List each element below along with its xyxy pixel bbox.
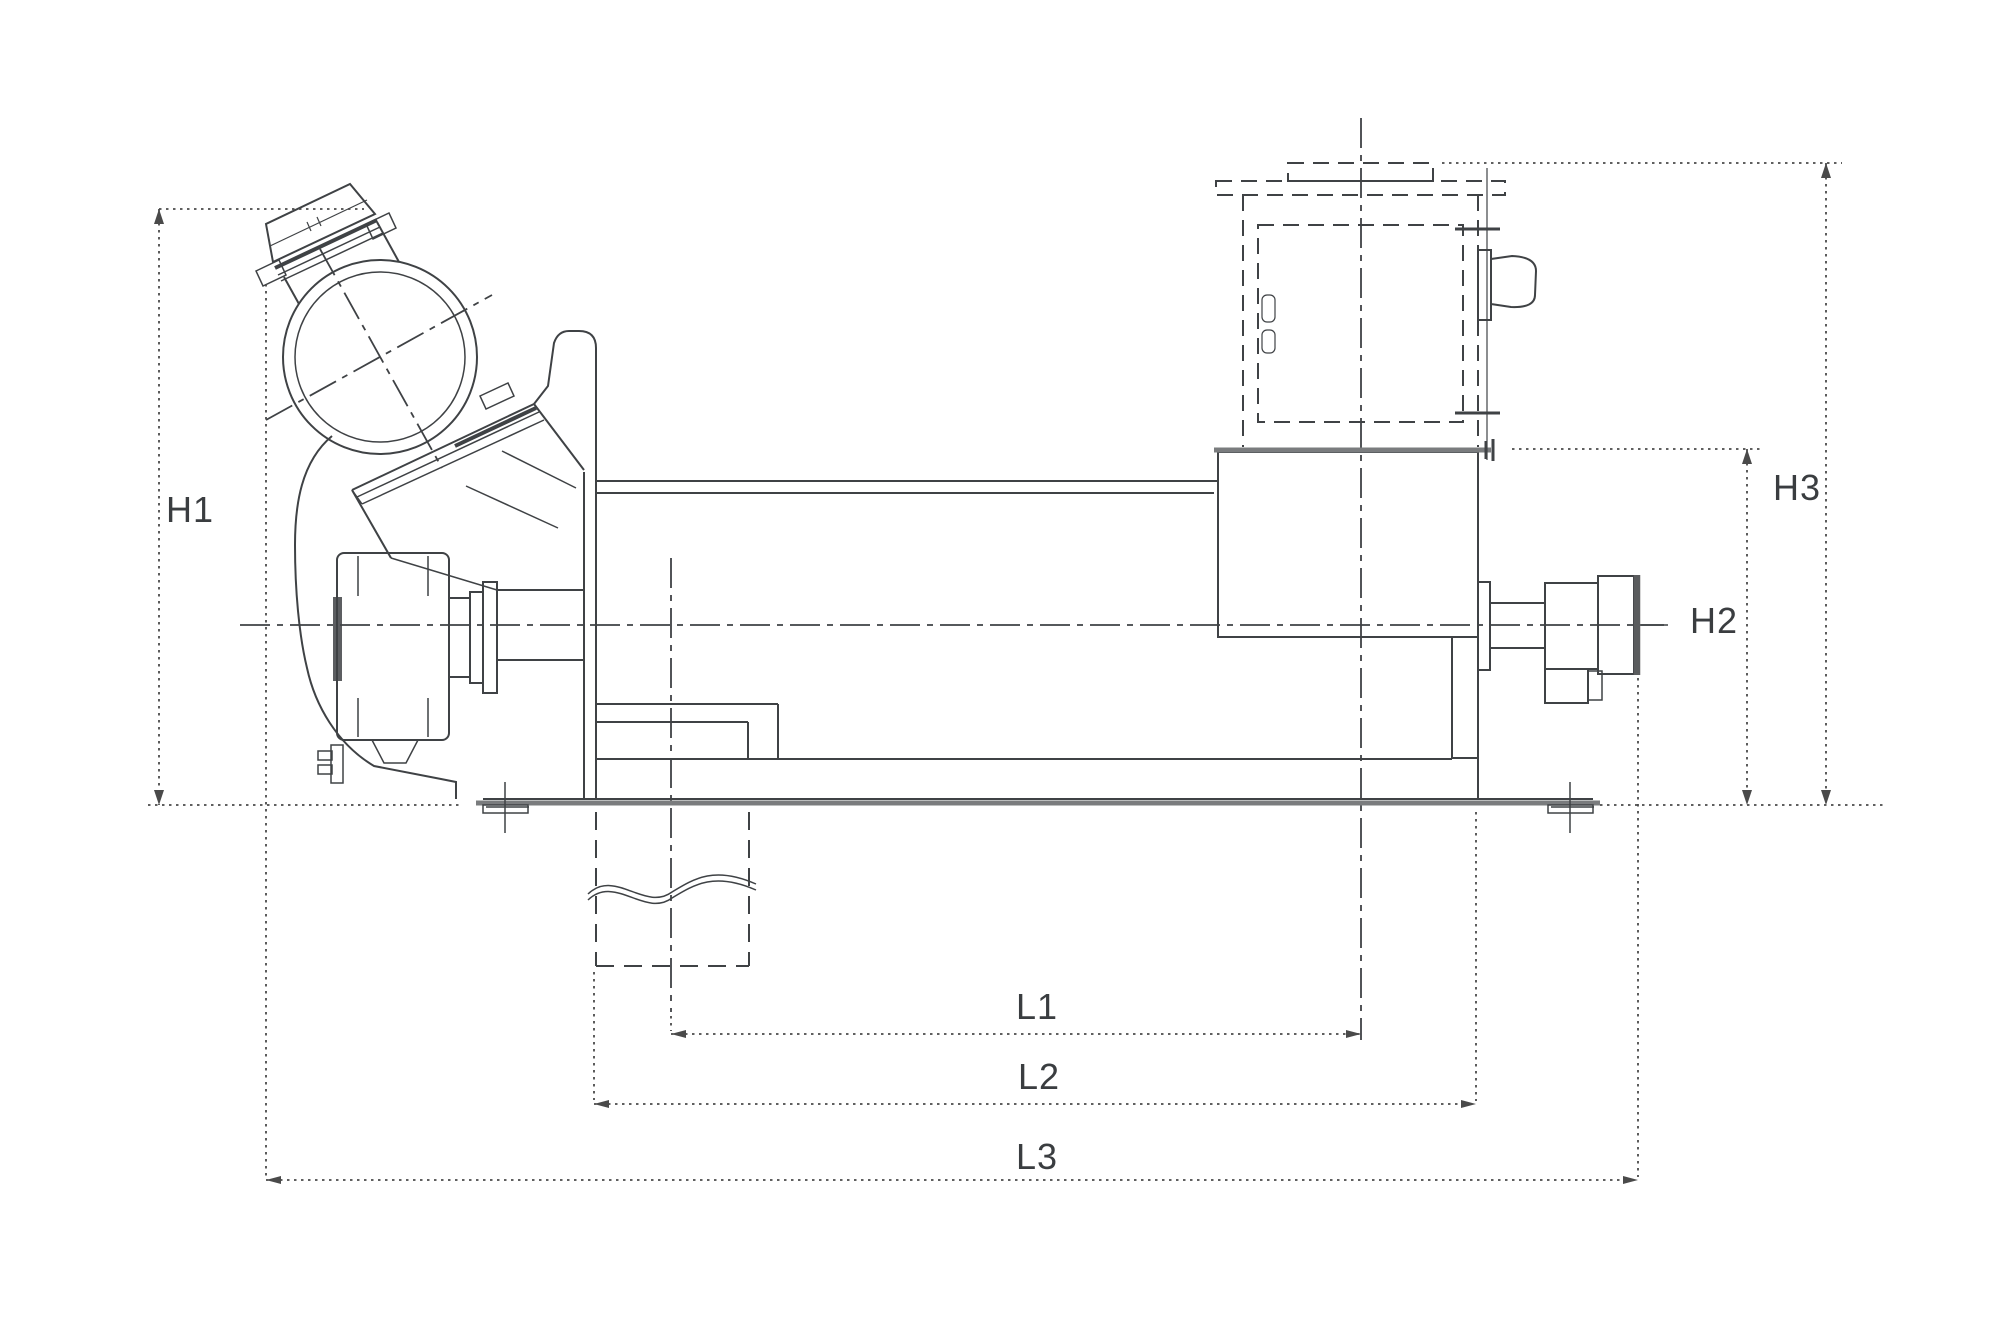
inlet-lid-tick-marks xyxy=(306,216,322,232)
inlet-lid-cap xyxy=(264,182,377,264)
inlet-lid-cap-rib xyxy=(269,199,368,247)
left-support-bracket xyxy=(596,703,779,759)
dim-label-h1: H1 xyxy=(165,489,215,530)
coupling-step1 xyxy=(448,597,471,678)
bearing-block-a xyxy=(1544,582,1599,670)
shaft-flange-plate xyxy=(1477,581,1491,671)
motor-housing-guard xyxy=(293,435,457,799)
h1-arrow-top xyxy=(154,209,164,224)
h2-arrow-bottom xyxy=(1742,790,1752,805)
inlet-lid-clamp-left xyxy=(255,258,287,288)
motor-foot-notch xyxy=(371,739,419,764)
transition-bottom-edge xyxy=(390,557,498,591)
inlet-lower-clamp xyxy=(479,382,515,410)
l1-arrow-left xyxy=(671,1030,686,1038)
l2-arrow-right xyxy=(1461,1100,1476,1108)
l3-arrow-right xyxy=(1623,1176,1638,1184)
chute-break-line2 xyxy=(587,880,757,905)
feed-inlet-assembly xyxy=(255,182,585,591)
inlet-cross-centerline xyxy=(265,294,493,421)
shaft-neck xyxy=(1490,602,1545,649)
lower-bracket xyxy=(1544,668,1589,704)
chute-break-line1 xyxy=(587,874,757,899)
gearbox-lower-leg xyxy=(1218,452,1479,799)
motor-top-cover xyxy=(1287,162,1434,182)
discharge-chute xyxy=(587,812,757,967)
l2-arrow-left xyxy=(594,1100,609,1108)
motor-inner-body xyxy=(1257,224,1464,423)
motor-spring-clip1 xyxy=(1261,294,1276,323)
gearbox-body xyxy=(1217,451,1479,638)
inlet-cover-circle-outer xyxy=(282,259,478,455)
motor-terminal-pin1 xyxy=(317,750,333,761)
transition-left-edge xyxy=(351,489,392,559)
dim-label-h2: H2 xyxy=(1689,600,1739,641)
h1-arrow-bottom xyxy=(154,790,164,805)
dim-label-l3: L3 xyxy=(1015,1136,1059,1177)
right-anchor-mark xyxy=(1551,782,1594,833)
output-shaft-assembly xyxy=(1477,575,1668,704)
l3-arrow-left xyxy=(266,1176,281,1184)
inlet-lower-flange3 xyxy=(361,419,545,505)
h2-arrow-top xyxy=(1742,449,1752,464)
flange-bolt xyxy=(1484,439,1495,461)
transition-line2 xyxy=(465,485,559,529)
h3-arrow-top xyxy=(1821,163,1831,178)
dim-label-l1: L1 xyxy=(1015,986,1059,1027)
transition-line1 xyxy=(501,450,577,489)
dim-label-l2: L2 xyxy=(1017,1056,1061,1097)
base-frame xyxy=(476,782,1600,833)
inlet-lid-clamp-right xyxy=(365,211,397,241)
drive-motor-body xyxy=(336,552,450,741)
inlet-cover-circle-inner xyxy=(294,271,466,443)
inlet-duct-right-edge xyxy=(376,221,400,263)
transition-right-edge xyxy=(533,403,585,471)
l1-arrow-right xyxy=(1346,1030,1361,1038)
motor-spring-clip2 xyxy=(1261,329,1276,354)
motor-terminal-pin2 xyxy=(317,764,333,775)
motor-commutator-bar xyxy=(333,597,342,681)
dim-label-h3: H3 xyxy=(1772,467,1822,508)
inlet-lid-flange1 xyxy=(277,226,381,276)
left-anchor-mark xyxy=(486,782,529,833)
hidden-vertical-motor xyxy=(1215,162,1538,460)
shaft-boss xyxy=(497,589,584,661)
inlet-lower-gasket xyxy=(454,406,537,448)
motor-body-ribs xyxy=(357,556,429,737)
coupling-step2 xyxy=(469,591,484,684)
drive-motor-assembly xyxy=(293,435,498,799)
gearbox xyxy=(1214,439,1495,799)
h3-arrow-bottom xyxy=(1821,790,1831,805)
terminal-box-knob xyxy=(1490,254,1538,309)
trough-body xyxy=(497,330,1452,799)
centerlines xyxy=(240,118,1664,1040)
inlet-duct-left-edge xyxy=(283,276,300,305)
inlet-lower-flange1 xyxy=(351,403,535,491)
coupling-step3 xyxy=(482,581,498,694)
lower-bracket-small xyxy=(1587,670,1603,701)
inlet-lid-gasket xyxy=(274,218,378,270)
inlet-lid-flange2 xyxy=(280,232,384,282)
motor-terminal-block xyxy=(330,744,344,784)
terminal-box-base xyxy=(1477,249,1492,321)
trough-end-plate xyxy=(533,330,597,799)
dimension-lines xyxy=(148,162,1884,1184)
inlet-axis-centerline xyxy=(319,248,443,469)
inlet-lower-flange2 xyxy=(356,411,540,498)
